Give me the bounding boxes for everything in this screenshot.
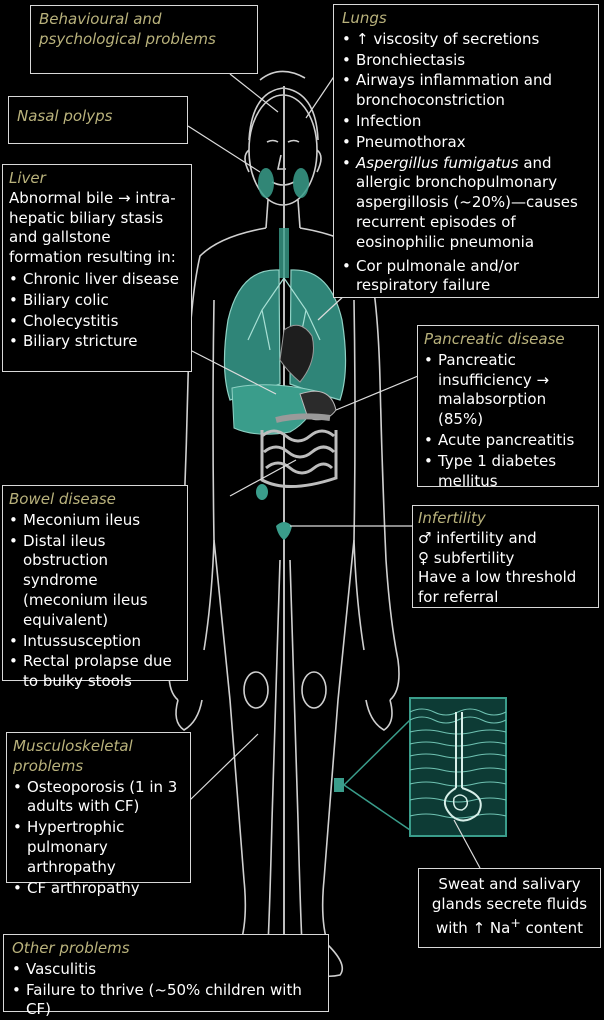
liver-item: Biliary stricture — [9, 332, 185, 352]
other-problems-box: Other problems Vasculitis Failure to thr… — [3, 934, 329, 1012]
sweat-suffix: content — [521, 919, 583, 937]
pancreatic-title: Pancreatic disease — [424, 330, 592, 350]
liver-intro: Abnormal bile → intra-hepatic biliary st… — [9, 189, 185, 268]
sweat-line: glands secrete fluids — [423, 895, 596, 915]
liver-title: Liver — [9, 169, 185, 189]
musculoskeletal-item: Osteoporosis (1 in 3 adults with CF) — [13, 778, 184, 818]
liver-box: Liver Abnormal bile → intra-hepatic bili… — [2, 164, 192, 372]
other-problems-title: Other problems — [12, 939, 320, 959]
lungs-list: ↑ viscosity of secretions Bronchiectasis… — [342, 30, 590, 296]
behavioural-problems-box: Behavioural and psychological problems — [30, 5, 258, 74]
nasal-polyps-title: Nasal polyps — [17, 107, 179, 127]
other-problems-item: Failure to thrive (~50% children with CF… — [12, 981, 320, 1020]
behavioural-problems-title: Behavioural and psychological problems — [39, 10, 249, 50]
lungs-item: Airways inflammation and bronchoconstric… — [342, 71, 590, 111]
lungs-item: Pneumothorax — [342, 133, 590, 153]
lungs-item-aspergillus: Aspergillus fumigatus and allergic bronc… — [342, 154, 590, 253]
bowel-list: Meconium ileus Distal ileus obstruction … — [9, 511, 181, 692]
other-problems-list: Vasculitis Failure to thrive (~50% child… — [12, 960, 320, 1020]
sweat-glands-box: Sweat and salivary glands secrete fluids… — [418, 868, 601, 948]
other-problems-item: Vasculitis — [12, 960, 320, 980]
liver-list: Chronic liver disease Biliary colic Chol… — [9, 270, 185, 352]
bowel-item: Distal ileus obstruction syndrome (mecon… — [9, 532, 181, 631]
lung-left — [224, 270, 280, 400]
infertility-line: ♂ infertility and — [418, 529, 593, 549]
sweat-line: with ↑ Na+ content — [423, 915, 596, 939]
musculoskeletal-list: Osteoporosis (1 in 3 adults with CF) Hyp… — [13, 778, 184, 899]
bowel-item: Rectal prolapse due to bulky stools — [9, 652, 181, 692]
sweat-line: Sweat and salivary — [423, 875, 596, 895]
appendix-mark — [256, 484, 268, 500]
liver-item: Chronic liver disease — [9, 270, 185, 290]
lungs-box: Lungs ↑ viscosity of secretions Bronchie… — [333, 4, 599, 298]
musculoskeletal-title: Musculoskeletal problems — [13, 737, 184, 777]
liver-item: Biliary colic — [9, 291, 185, 311]
bowel-title: Bowel disease — [9, 490, 181, 510]
nasal-polyps-box: Nasal polyps — [8, 96, 188, 144]
pancreatic-item: Acute pancreatitis — [424, 431, 592, 451]
lungs-item: Bronchiectasis — [342, 51, 590, 71]
pancreatic-item: Type 1 diabetes mellitus — [424, 452, 592, 492]
trachea — [279, 228, 289, 278]
liver-item: Cholecystitis — [9, 312, 185, 332]
infertility-title: Infertility — [418, 509, 593, 529]
salivary-gland-left — [258, 168, 274, 198]
musculoskeletal-item: Hypertrophic pulmonary arthropathy — [13, 818, 184, 877]
bowel-disease-box: Bowel disease Meconium ileus Distal ileu… — [2, 485, 188, 681]
sweat-gland-marker — [334, 778, 344, 792]
musculoskeletal-box: Musculoskeletal problems Osteoporosis (1… — [6, 732, 191, 883]
infertility-line: ♀ subfertility — [418, 549, 593, 569]
pancreatic-item: Pancreatic insufficiency → malabsorption… — [424, 351, 592, 430]
lungs-item: ↑ viscosity of secretions — [342, 30, 590, 50]
pancreatic-disease-box: Pancreatic disease Pancreatic insufficie… — [417, 325, 599, 487]
bowel-item: Meconium ileus — [9, 511, 181, 531]
intestines — [262, 430, 336, 487]
reproductive-organ — [276, 522, 292, 540]
sodium-sup: + — [510, 915, 520, 930]
lungs-item: Infection — [342, 112, 590, 132]
lungs-item: Cor pulmonale and/or respiratory failure — [342, 257, 590, 297]
infertility-line: Have a low threshold for referral — [418, 568, 593, 608]
sweat-prefix: with ↑ Na — [436, 919, 510, 937]
lungs-title: Lungs — [342, 9, 590, 29]
musculoskeletal-item: CF arthropathy — [13, 879, 184, 899]
infertility-box: Infertility ♂ infertility and ♀ subferti… — [412, 505, 599, 608]
pancreatic-list: Pancreatic insufficiency → malabsorption… — [424, 351, 592, 492]
salivary-gland-right — [293, 168, 309, 198]
skin-inset — [410, 698, 506, 836]
lungs-italic: Aspergillus fumigatus — [356, 154, 519, 172]
bowel-item: Intussusception — [9, 632, 181, 652]
